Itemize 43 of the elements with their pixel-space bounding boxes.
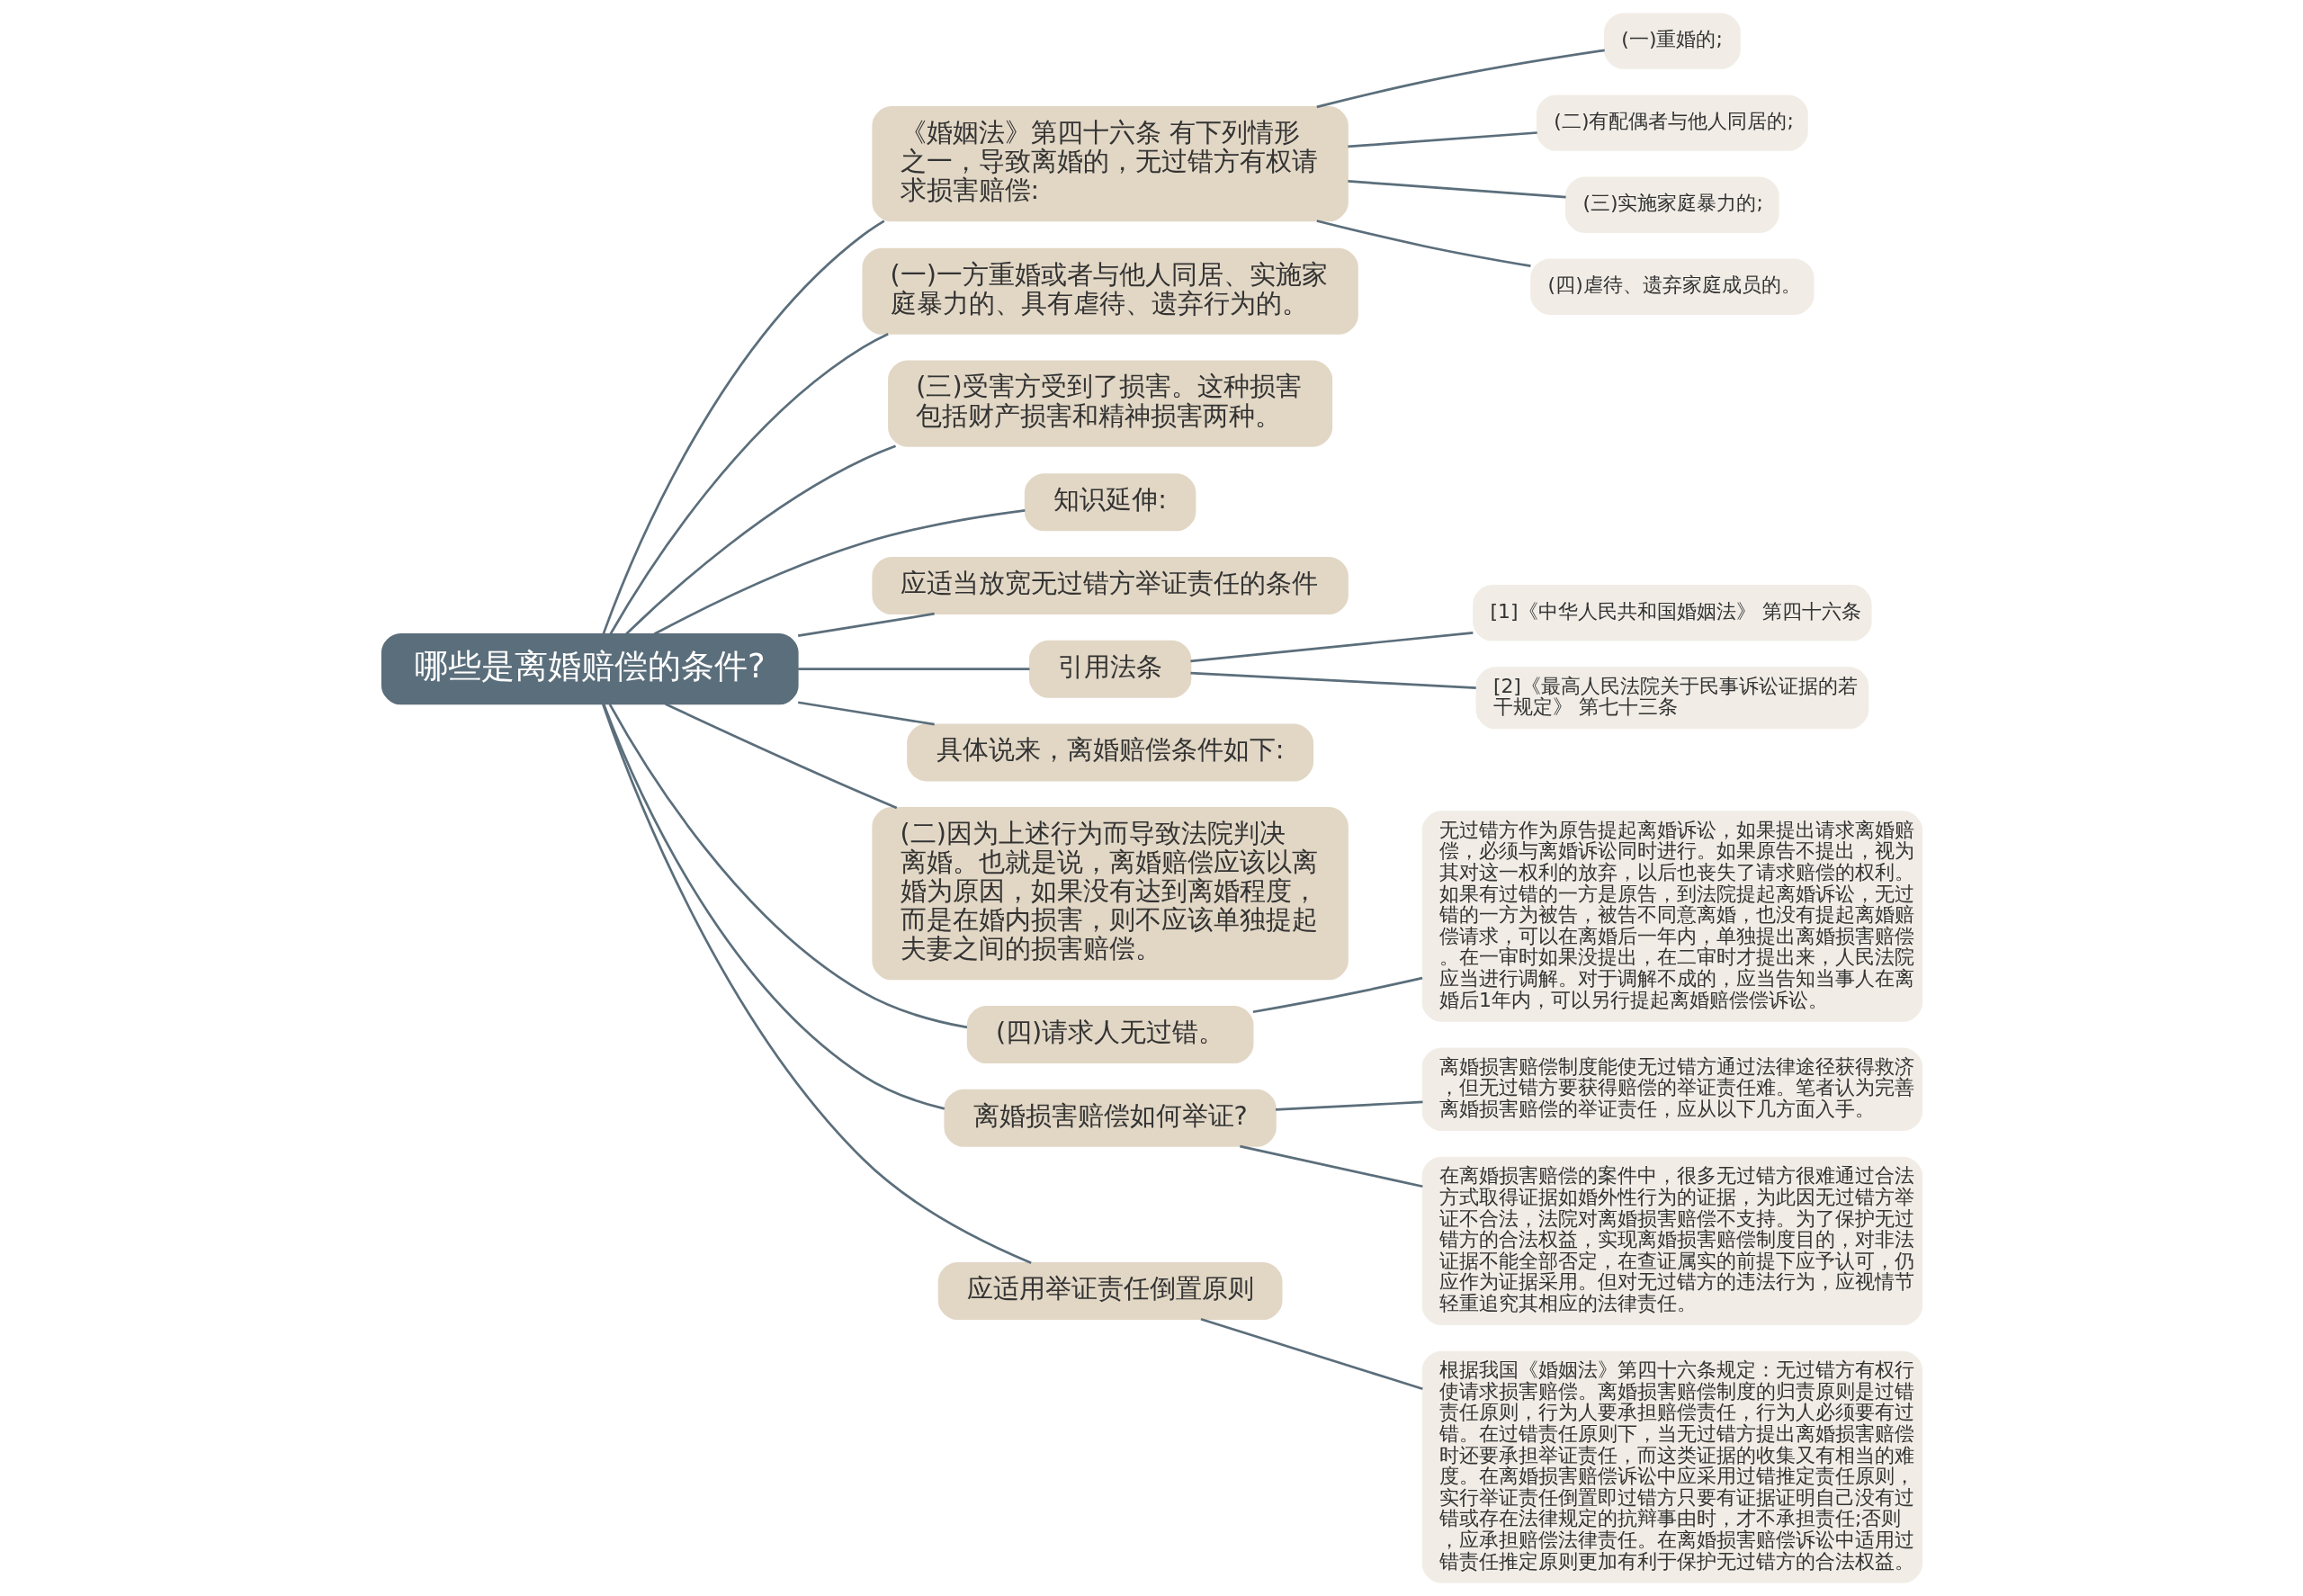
connector bbox=[1252, 976, 1422, 1014]
connector bbox=[1347, 180, 1566, 199]
node-box: 离婚损害赔偿制度能使无过错方通过法律途径获得救济，但无过错方要获得赔偿的举证责任难。笔者认为完善离婚损害赔偿的举证责任，应从以下几方面入手。 bbox=[1421, 1047, 1922, 1132]
node-box: [2]《最高人民法院关于民事诉讼证据的若干规定》 第七十三条 bbox=[1475, 667, 1868, 730]
connector bbox=[664, 703, 897, 810]
connector bbox=[602, 704, 945, 1110]
node-box: (一)重婚的; bbox=[1603, 13, 1741, 69]
node-box: 具体说来，离婚赔偿条件如下: bbox=[906, 723, 1313, 782]
node-box: (一)一方重婚或者与他人同居、实施家庭暴力的、具有虐待、遗弃行为的。 bbox=[861, 247, 1358, 335]
node-box: 引用法条 bbox=[1028, 640, 1191, 698]
node-box: (四)请求人无过错。 bbox=[966, 1006, 1253, 1064]
connector bbox=[1347, 131, 1537, 148]
node-box: 哪些是离婚赔偿的条件? bbox=[381, 633, 799, 705]
node-box: 在离婚损害赔偿的案件中，很多无过错方很难通过合法方式取得证据如婚外性行为的证据，为此因无过错方举证不合法，法院对离婚损害赔偿不支持。为了保护无过错方的合法权益，实现离婚损害赔偿制度目的，对非法证据不能全部否定，在查证属实的前提下应予认可，仍应作为证据采用。但对无过错方的违法行为，应视情节轻重追究其相应的法律责任。 bbox=[1421, 1156, 1922, 1325]
connector bbox=[1200, 1317, 1423, 1391]
node-box: 应适用举证责任倒置原则 bbox=[937, 1262, 1282, 1321]
node-box: (二)因为上述行为而导致法院判决离婚。也就是说，离婚赔偿应该以离婚为原因，如果没有达到离婚程度，而是在婚内损害，则不应该单独提起夫妻之间的损害赔偿。 bbox=[871, 807, 1349, 981]
connector bbox=[608, 333, 889, 635]
node-box: 离婚损害赔偿如何举证? bbox=[944, 1089, 1277, 1147]
connector bbox=[1189, 632, 1473, 663]
connector bbox=[797, 701, 935, 726]
connector bbox=[797, 612, 935, 637]
node-box: 应适当放宽无过错方举证责任的条件 bbox=[871, 556, 1349, 614]
node-box: (三)实施家庭暴力的; bbox=[1564, 176, 1779, 233]
connector bbox=[1189, 671, 1476, 689]
connector bbox=[1275, 1100, 1423, 1111]
connector bbox=[624, 444, 896, 635]
connector bbox=[602, 220, 885, 634]
connector bbox=[608, 704, 967, 1029]
node-box: (二)有配偶者与他人同居的; bbox=[1536, 94, 1808, 151]
node-box: 根据我国《婚姻法》第四十六条规定：无过错方有权行使请求损害赔偿。离婚损害赔偿制度的归责原则是过错责任原则，行为人要承担赔偿责任，行为人必须要有过错。在过错责任原则下，当无过错方提出离婚损害赔偿时还要承担举证责任，而这类证据的收集又有相当的难度。在离婚损害赔偿诉讼中应采用过错推定责任原则，实行举证责任倒置即过错方只要有证据证明自己没有过错或存在法律规定的抗辩事由时，才不承担责任;否则，应承担赔偿法律责任。在离婚损害赔偿诉讼中适用过错责任推定原则更加有利于保护无过错方的合法权益。 bbox=[1421, 1350, 1922, 1583]
connector bbox=[797, 668, 1029, 670]
node-box: 《婚姻法》第四十六条 有下列情形之一，导致离婚的，无过错方有权请求损害赔偿: bbox=[871, 106, 1349, 222]
node-box: [1]《中华人民共和国婚姻法》 第四十六条 bbox=[1472, 585, 1872, 641]
node-box: (三)受害方受到了损害。这种损害包括财产损害和精神损害两种。 bbox=[887, 360, 1332, 447]
node-box: 知识延伸: bbox=[1024, 473, 1196, 532]
node-box: (四)虐待、遗弃家庭成员的。 bbox=[1529, 258, 1815, 315]
connector bbox=[653, 509, 1025, 635]
node-box: 无过错方作为原告提起离婚诉讼，如果提出请求离婚赔偿，必须与离婚诉讼同时进行。如果原告不提出，视为其对这一权利的放弃，以后也丧失了请求赔偿的权利。如果有过错的一方是原告，到法院提起离婚诉讼，无过错的一方为被告，被告不同意离婚，也没有提起离婚赔偿请求，可以在离婚后一年内，单独提出离婚损害赔偿。在一审时如果没提出，在二审时才提出来，人民法院应当进行调解。对于调解不成的，应当告知当事人在离婚后1年内，可以另行提起离婚赔偿偿诉讼。 bbox=[1421, 811, 1922, 1022]
connector bbox=[601, 704, 1032, 1264]
connector bbox=[1239, 1144, 1423, 1188]
connector bbox=[1315, 49, 1605, 109]
connector bbox=[1315, 220, 1531, 267]
